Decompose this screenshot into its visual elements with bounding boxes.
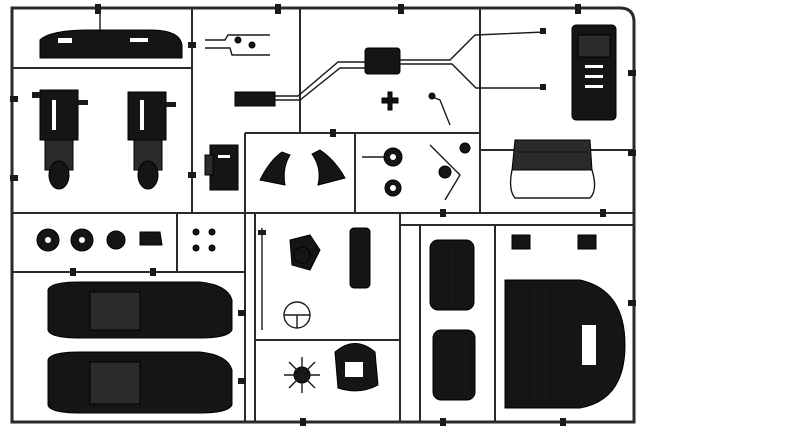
sprue-outer-frame [10,6,636,424]
wheel-disc-icon [362,147,403,197]
seat-icon [432,329,476,401]
lever-part-icon [381,91,451,126]
engine-block-icon [127,91,176,190]
steering-wheel-icon [283,301,311,329]
roll-bar-icon [509,139,596,199]
engine-block-icon [32,89,88,190]
car-floor-pan-icon [47,281,233,339]
exhaust-system-icon [234,28,546,107]
sprue-gates [10,4,636,426]
rear-body-tub-icon [504,234,626,409]
dashboard-part-icon [39,8,183,59]
radiator-part-icon [571,24,617,121]
gear-shift-icon [289,234,321,271]
car-floor-pan-icon [47,351,233,414]
suspension-arm-icon [429,142,471,201]
shock-absorber-icon [258,227,371,330]
fan-icon [284,357,320,393]
bracket-part-icon [205,34,270,56]
gearbox-part-icon [204,144,239,191]
seat-icon [259,149,346,186]
air-cleaner-icon [334,343,379,392]
seat-icon [429,239,475,311]
wheel-disc-icon [36,228,216,252]
